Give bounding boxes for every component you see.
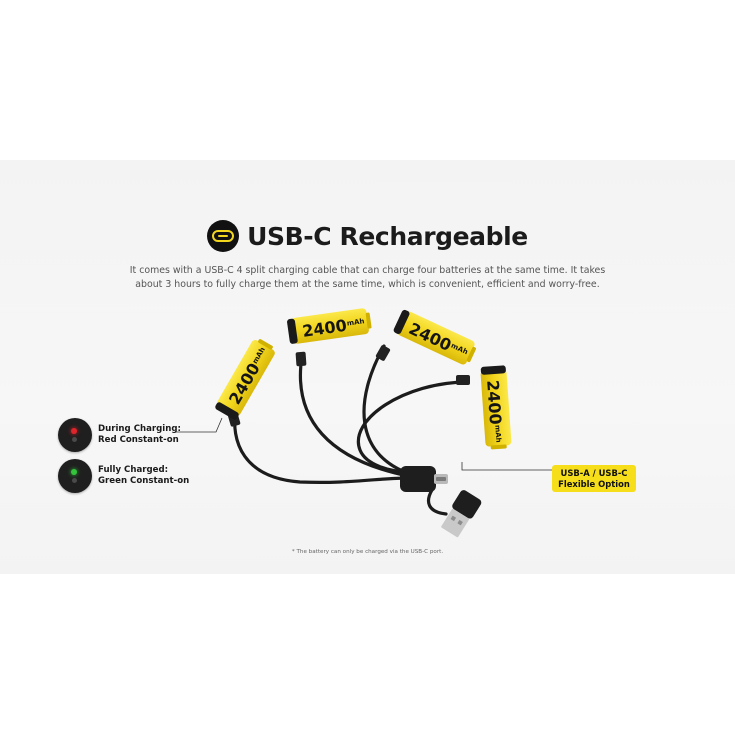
footnote: * The battery can only be charged via th… [291, 549, 444, 555]
charged-indicator-icon [58, 459, 92, 493]
heading: USB-C Rechargeable [0, 216, 735, 256]
charging-callout-line [176, 417, 223, 433]
charging-cable-illustration: 2400 mAh 2400 mAh 2400 mAh 2400 mAh [176, 308, 552, 538]
usb-a-adapter [441, 490, 482, 538]
cable-3 [362, 344, 412, 476]
battery-3: 2400 mAh [393, 309, 477, 365]
battery-4: 2400 mAh [480, 365, 512, 450]
cable-2 [298, 354, 410, 478]
split-cable [233, 344, 470, 516]
usb-c-port-icon [207, 220, 240, 252]
battery-4-capacity: 2400 [483, 380, 505, 426]
connector-option-subtitle: Flexible Option [558, 478, 630, 489]
cable-4 [356, 380, 470, 474]
green-led [71, 469, 77, 475]
description: It comes with a USB-C 4 split charging c… [129, 265, 606, 290]
product-panel: USB-C Rechargeable It comes with a USB-C… [0, 160, 735, 574]
callout-lines [176, 417, 552, 471]
status-charging: During Charging: Red Constant-on [58, 418, 181, 452]
connector-option-label: USB-A / USB-C Flexible Option [552, 465, 636, 492]
adapter-tether [427, 488, 448, 516]
charging-status-title: During Charging: [98, 424, 181, 434]
cable-1 [233, 406, 410, 484]
charged-status-value: Green Constant-on [98, 476, 190, 486]
usb-c-connector [400, 466, 448, 492]
charging-status-value: Red Constant-on [98, 435, 179, 445]
charged-status-title: Fully Charged: [98, 465, 169, 475]
charging-indicator-icon [58, 418, 92, 452]
battery-4-unit: mAh [493, 425, 502, 443]
red-led [71, 428, 77, 434]
battery-2: 2400 mAh [287, 308, 372, 344]
page-title: USB-C Rechargeable [247, 221, 528, 251]
battery-2-unit: mAh [346, 317, 365, 327]
battery-1: 2400 mAh [215, 339, 275, 420]
status-charged: Fully Charged: Green Constant-on [58, 459, 189, 493]
connector-option-title: USB-A / USB-C [560, 467, 628, 478]
option-callout-line [461, 462, 552, 471]
